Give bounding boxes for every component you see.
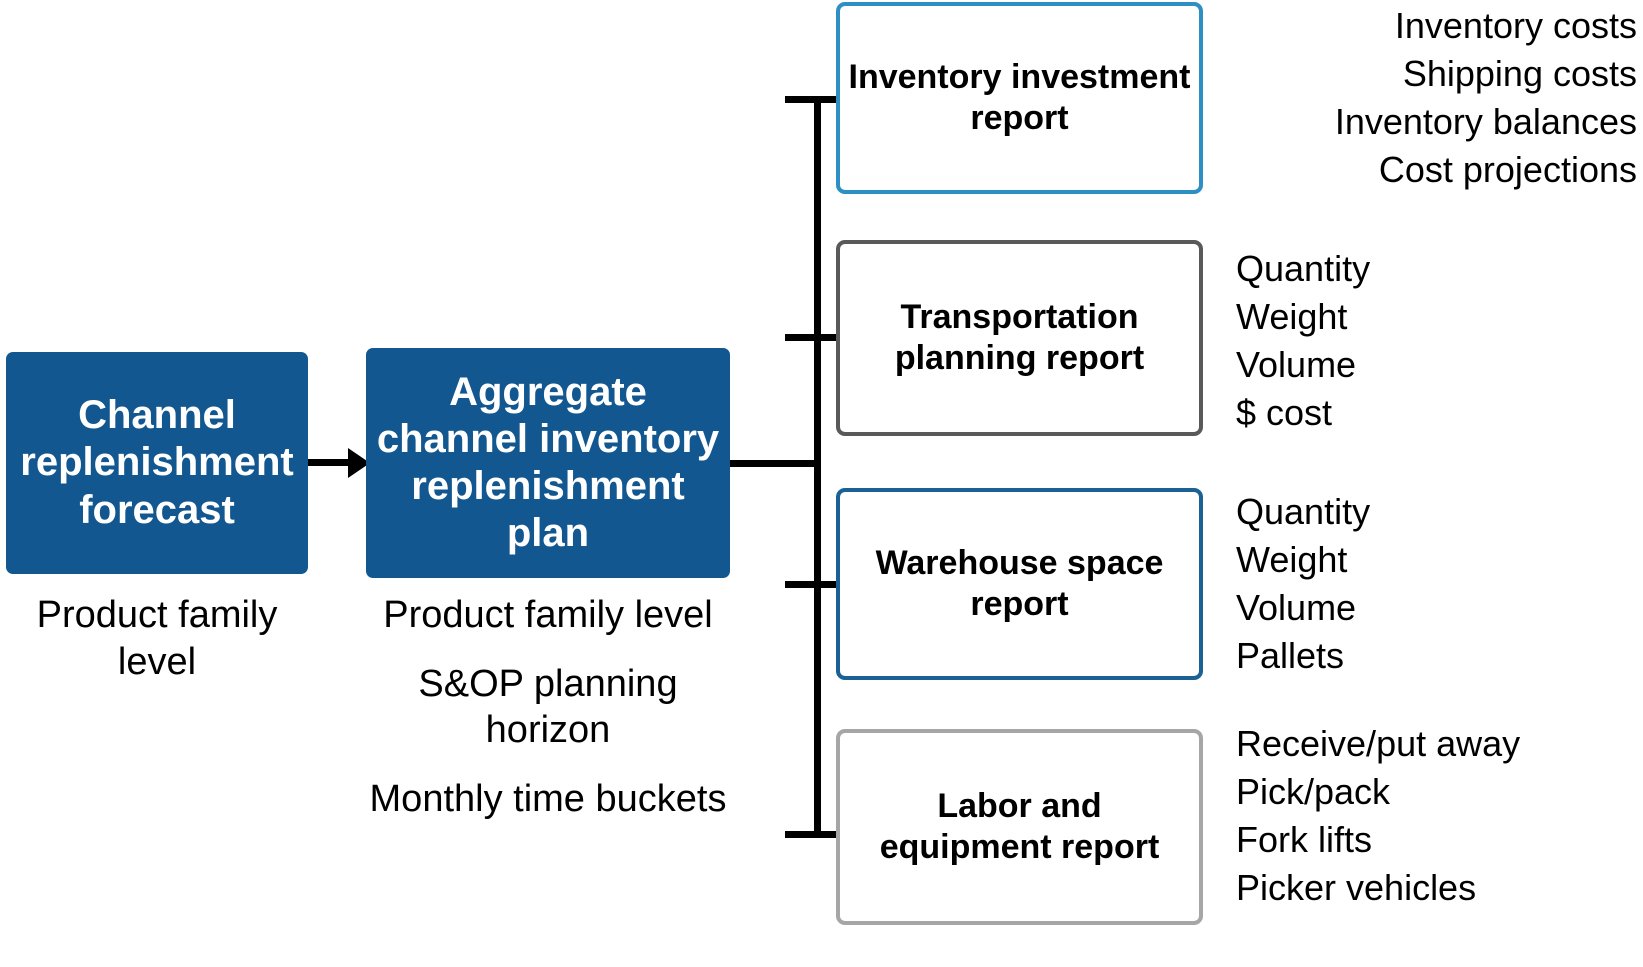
attribute-list-warehouse-space-report: Quantity Weight Volume Pallets [1236,488,1370,680]
attribute-item: Weight [1236,538,1348,580]
attribute-item: Weight [1236,295,1348,337]
process-box-label: Aggregate channel inventory replenishmen… [376,369,720,556]
caption-line: Product family level [36,594,278,683]
connector-trunk-vertical [814,96,821,838]
attribute-item: Inventory costs [1394,5,1637,46]
arrow-forecast-to-plan-head [348,448,370,478]
report-box-warehouse-space-report[interactable]: Warehouse space report [836,488,1203,680]
attribute-item: Picker vehicles [1236,866,1477,908]
caption-line: Product family level [383,594,713,636]
attribute-item: $ cost [1236,391,1333,433]
report-box-label: Labor and equipment report [879,787,1160,866]
attribute-list-labor-and-equipment-report: Receive/put away Pick/pack Fork lifts Pi… [1236,720,1520,912]
attribute-item: Volume [1236,586,1357,628]
caption-channel-replenishment-forecast: Product family level [6,592,308,685]
report-box-label: Transportation planning report [894,298,1145,377]
attribute-item: Fork lifts [1236,818,1373,860]
report-box-label: Warehouse space report [875,544,1164,623]
connector-branch-labor-and-equipment-report [785,831,839,838]
caption-aggregate-plan: Product family level S&OP planning horiz… [354,592,742,823]
process-box-label: Channel replenishment forecast [20,393,294,532]
attribute-item: Shipping costs [1402,52,1637,94]
connector-branch-warehouse-space-report [785,581,839,588]
attribute-item: Inventory balances [1334,100,1637,142]
report-box-labor-and-equipment-report[interactable]: Labor and equipment report [836,729,1203,925]
attribute-list-transportation-planning-report: Quantity Weight Volume $ cost [1236,245,1370,437]
caption-line: S&OP planning horizon [418,662,678,752]
report-box-label: Inventory investment report [848,58,1191,137]
connector-plan-to-trunk [730,460,818,467]
attribute-item: Quantity [1236,491,1371,532]
connector-branch-transportation-planning-report [785,334,839,341]
caption-line: Monthly time buckets [369,778,727,821]
attribute-list-inventory-investment-report: Inventory costs Shipping costs Inventory… [1335,2,1637,194]
arrow-forecast-to-plan-shaft [308,459,356,466]
process-box-channel-replenishment-forecast[interactable]: Channel replenishment forecast [6,352,308,574]
attribute-item: Volume [1236,343,1357,385]
attribute-item: Pallets [1236,634,1345,676]
connector-branch-inventory-investment-report [785,96,839,103]
attribute-item: Quantity [1236,248,1371,289]
process-box-aggregate-channel-inventory-replenishment-plan[interactable]: Aggregate channel inventory replenishmen… [366,348,730,578]
report-box-transportation-planning-report[interactable]: Transportation planning report [836,240,1203,436]
attribute-item: Cost projections [1378,148,1637,190]
report-box-inventory-investment-report[interactable]: Inventory investment report [836,2,1203,194]
attribute-item: Pick/pack [1236,770,1391,812]
attribute-item: Receive/put away [1236,723,1521,764]
